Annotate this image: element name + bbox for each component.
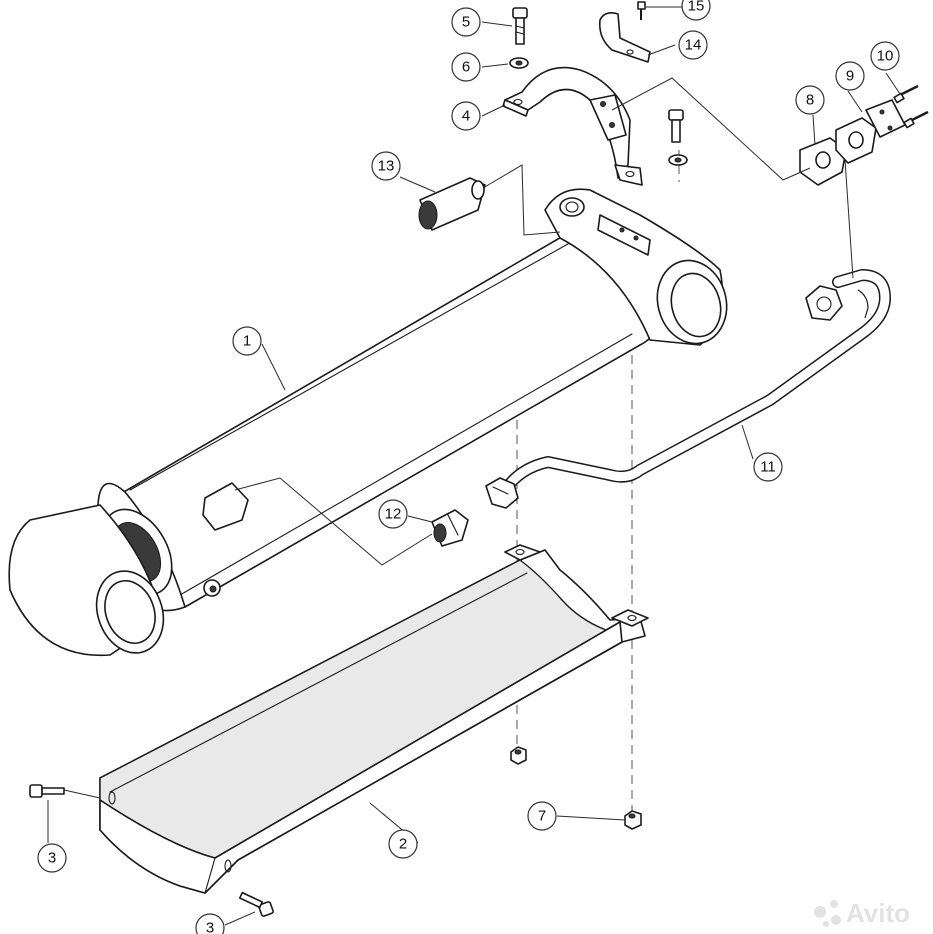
bolts-part-3 <box>29 784 274 917</box>
cover-plate-part-9 <box>865 99 906 138</box>
callout-11-label: 11 <box>760 459 776 476</box>
callout-6-label: 6 <box>462 59 470 76</box>
callout-4: 4 <box>451 101 481 131</box>
callout-9: 9 <box>835 61 865 91</box>
callout-7: 7 <box>527 801 557 831</box>
callout-15: 15 <box>681 0 711 21</box>
washer-part-6 <box>509 57 529 69</box>
callout-11: 11 <box>753 452 783 482</box>
avito-logo-icon <box>814 900 841 927</box>
pipe-clamp-part-8 <box>799 117 877 186</box>
callout-1-label: 1 <box>243 333 251 350</box>
callout-7-label: 7 <box>538 808 546 825</box>
hydraulic-pipe-part <box>485 159 891 509</box>
callout-1: 1 <box>232 326 262 356</box>
callout-13: 13 <box>371 151 401 181</box>
callout-5-label: 5 <box>462 14 470 31</box>
callout-15-label: 15 <box>688 0 705 15</box>
clamp-part-4 <box>502 66 643 186</box>
callout-6: 6 <box>451 52 481 82</box>
watermark-text: Avito <box>846 898 910 928</box>
callout-8-label: 8 <box>806 92 814 109</box>
callout-14-label: 14 <box>685 37 702 54</box>
leader-lines <box>47 6 901 926</box>
callout-12-label: 12 <box>385 506 402 523</box>
callout-3-lower-label: 3 <box>206 920 214 934</box>
callout-9-label: 9 <box>846 68 854 85</box>
callout-14: 14 <box>678 30 708 60</box>
clip-part-14 <box>598 12 651 63</box>
callout-3-upper: 3 <box>37 843 67 873</box>
cylinder-part <box>8 188 728 657</box>
callout-3-upper-label: 3 <box>48 850 56 867</box>
callout-2: 2 <box>388 829 418 859</box>
callout-12: 12 <box>378 499 408 529</box>
callout-10-label: 10 <box>877 48 894 65</box>
fitting-part-12 <box>431 509 469 547</box>
callout-3-lower: 3 <box>195 913 225 934</box>
bolt-part-5 <box>512 7 528 45</box>
nuts-part-7 <box>510 746 642 830</box>
watermark: Avito <box>814 898 910 928</box>
callout-8: 8 <box>795 85 825 115</box>
bolt-part-right <box>668 109 688 166</box>
fitting-part-13 <box>418 177 486 231</box>
screw-part-15 <box>637 1 646 20</box>
screws-part-10 <box>893 84 929 129</box>
callout-4-label: 4 <box>462 108 470 125</box>
callout-5: 5 <box>451 7 481 37</box>
guard-part <box>99 544 649 894</box>
callout-2-label: 2 <box>399 836 407 853</box>
callout-13-label: 13 <box>378 158 395 175</box>
callout-10: 10 <box>870 41 900 71</box>
